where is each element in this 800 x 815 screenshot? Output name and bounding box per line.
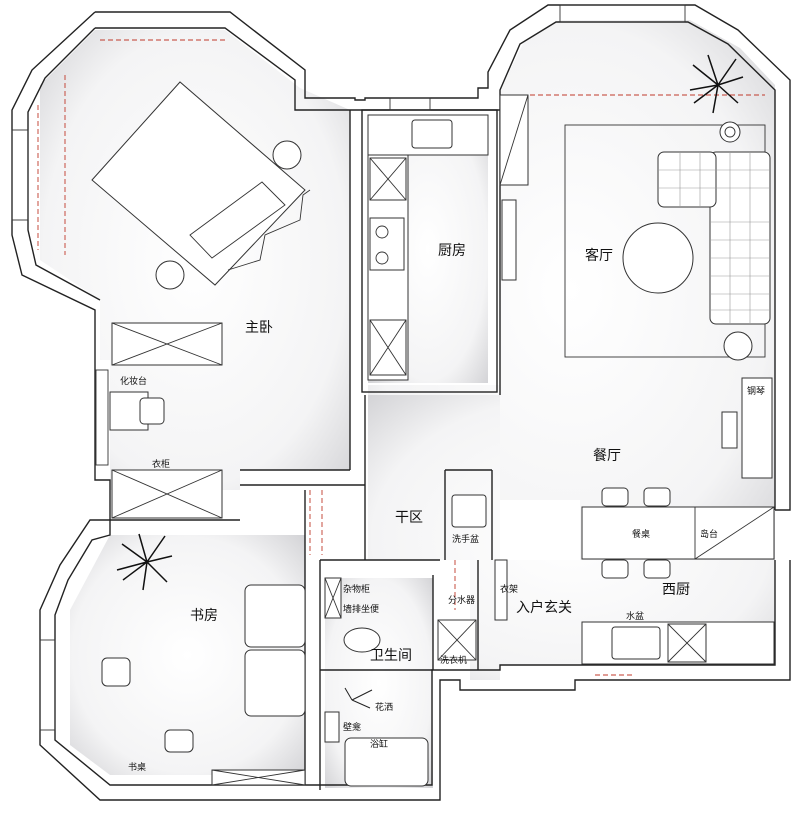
side-table bbox=[723, 331, 753, 361]
kitchen-furniture bbox=[367, 114, 489, 381]
window-vanity bbox=[95, 369, 109, 466]
vanity-chair bbox=[139, 397, 165, 425]
master-bedroom-label: 主卧 bbox=[245, 320, 273, 336]
master-furniture bbox=[91, 81, 311, 519]
dining-room-label: 餐厅 bbox=[593, 448, 621, 464]
bathroom-furniture bbox=[324, 577, 429, 787]
western-kitchen-label: 西厨 bbox=[662, 582, 690, 598]
study-furniture bbox=[101, 533, 306, 786]
bed-pillow bbox=[189, 181, 286, 259]
entrance-label: 入户玄关 bbox=[516, 599, 572, 616]
outer-wall-left-top bbox=[95, 4, 791, 511]
wardrobe-label: 衣柜 bbox=[152, 458, 170, 470]
storage-cabinet-label: 杂物柜 bbox=[343, 583, 370, 595]
chair-3 bbox=[601, 559, 629, 579]
window-master-left bbox=[11, 129, 29, 221]
living-furniture bbox=[499, 54, 773, 479]
window-living-top bbox=[559, 4, 686, 23]
bathroom-label: 卫生间 bbox=[370, 648, 412, 664]
water-distributor-label: 分水器 bbox=[448, 594, 475, 606]
outer-wall-bottom-inner bbox=[54, 520, 776, 786]
desk-label: 书桌 bbox=[128, 761, 146, 773]
lower-floor bbox=[368, 395, 775, 680]
niche-label: 壁龛 bbox=[343, 721, 361, 733]
sofa-back bbox=[709, 151, 771, 325]
island-table bbox=[581, 506, 775, 560]
sink-label: 水盆 bbox=[626, 610, 644, 622]
sofa-arm bbox=[657, 151, 717, 208]
nightstand-right bbox=[272, 140, 302, 170]
dry-area-label: 干区 bbox=[395, 510, 423, 526]
chair-4 bbox=[643, 559, 671, 579]
tv-cabinet bbox=[501, 199, 517, 281]
wall-toilet-label: 墙排坐便 bbox=[343, 603, 379, 615]
window-study-left bbox=[39, 639, 56, 731]
room-labels: 主卧 厨房 客厅 餐厅 干区 书房 卫生间 入户玄关 西厨 bbox=[190, 243, 690, 664]
bed bbox=[91, 81, 306, 286]
washing-machine-label: 洗衣机 bbox=[440, 654, 467, 666]
sofa-tufts bbox=[658, 152, 770, 324]
sofa-bed-bottom bbox=[244, 649, 306, 717]
piano bbox=[741, 377, 773, 479]
dining-furniture bbox=[581, 487, 775, 665]
plant-living bbox=[689, 54, 744, 114]
chair-1 bbox=[601, 487, 629, 507]
shower-label: 花洒 bbox=[375, 701, 393, 713]
piano-label: 钢琴 bbox=[747, 385, 765, 397]
dashed-lines bbox=[37, 39, 765, 676]
coffee-table bbox=[622, 222, 694, 294]
window-kitchen bbox=[389, 97, 431, 111]
shower-icon bbox=[344, 687, 373, 709]
windows bbox=[11, 4, 686, 731]
desk-chair-2 bbox=[164, 729, 194, 753]
bathtub-label: 浴缸 bbox=[370, 738, 388, 750]
sofa-bed-top bbox=[244, 584, 306, 648]
fixture-labels: 化妆台 衣柜 钢琴 餐桌 岛台 洗手盆 杂物柜 墙排坐便 分水器 衣架 洗衣机 … bbox=[120, 375, 765, 773]
wash-basin bbox=[451, 494, 487, 528]
plant-study bbox=[116, 533, 173, 591]
dry-area-furniture bbox=[437, 494, 508, 661]
outer-wall-left bbox=[11, 11, 791, 801]
island-label: 岛台 bbox=[700, 528, 718, 540]
kitchen-sink bbox=[411, 119, 453, 149]
piano-stool bbox=[721, 411, 738, 449]
interior-walls bbox=[110, 109, 501, 790]
wash-basin-label: 洗手盆 bbox=[452, 533, 479, 545]
lamp bbox=[719, 121, 741, 143]
study-label: 书房 bbox=[190, 608, 218, 624]
toilet bbox=[343, 627, 381, 653]
vanity-label: 化妆台 bbox=[120, 375, 147, 387]
coat-rack-label: 衣架 bbox=[500, 583, 518, 595]
desk-chair-1 bbox=[101, 657, 131, 687]
niche bbox=[324, 711, 340, 743]
bathtub bbox=[344, 737, 429, 787]
stove bbox=[369, 217, 405, 271]
sink bbox=[611, 626, 661, 660]
bedroom-chair-line bbox=[227, 189, 311, 271]
chair-2 bbox=[643, 487, 671, 507]
dining-table-label: 餐桌 bbox=[632, 528, 650, 540]
coat-rack bbox=[494, 559, 508, 621]
nightstand-left bbox=[155, 260, 185, 290]
living-room-label: 客厅 bbox=[585, 247, 613, 264]
kitchen-label: 厨房 bbox=[438, 243, 466, 259]
